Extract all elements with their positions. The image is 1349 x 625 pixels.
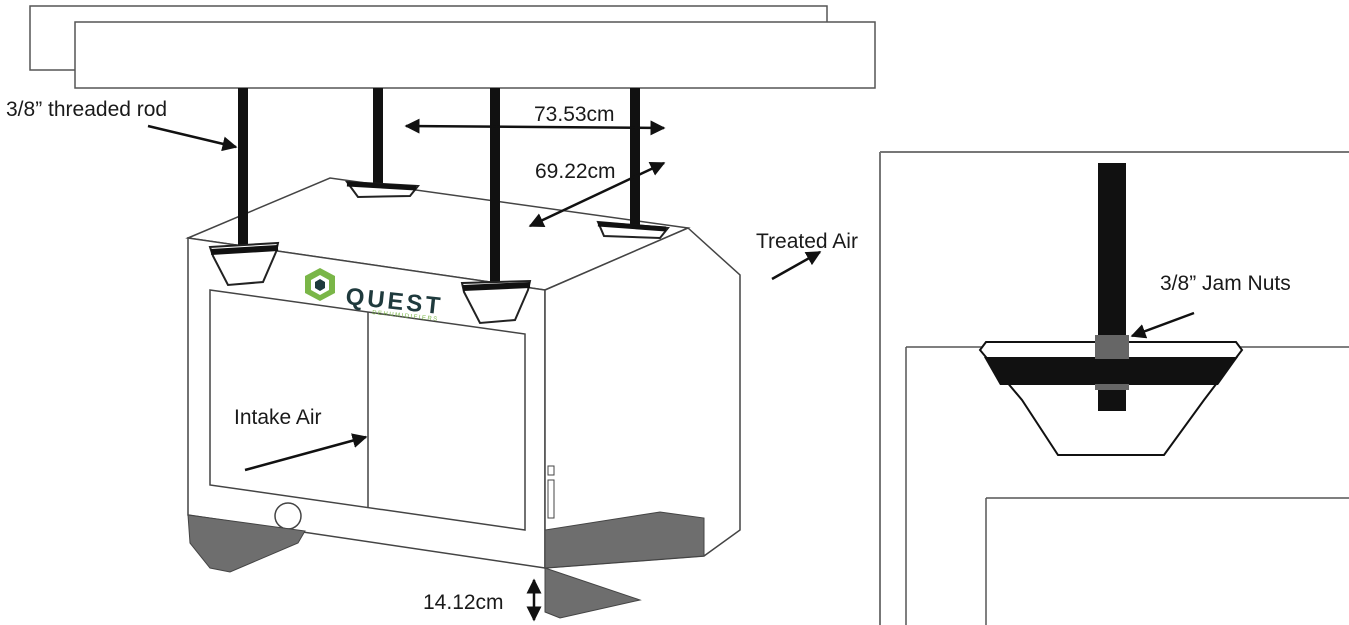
mounting-bracket-front-left xyxy=(208,241,280,287)
intake-air-label: Intake Air xyxy=(234,406,322,429)
ceiling-joist-front xyxy=(74,21,876,89)
threaded-rod-front-left xyxy=(238,88,248,246)
mounting-bracket-back-left xyxy=(344,180,420,199)
foot-right xyxy=(544,511,705,619)
dehumidifier-unit xyxy=(185,177,741,569)
jam-nuts-leader-arrow xyxy=(1130,311,1195,339)
width-dimension-label: 73.53cm xyxy=(534,103,615,126)
foot-left xyxy=(187,514,306,573)
detail-threaded-rod xyxy=(1098,163,1126,411)
depth-dimension-arrow xyxy=(528,161,666,228)
drain-port xyxy=(274,502,302,530)
side-handle xyxy=(547,479,555,519)
threaded-rod-back-left xyxy=(373,88,383,183)
width-dimension-arrow xyxy=(404,118,666,136)
depth-dimension-label: 69.22cm xyxy=(535,160,616,183)
indicator-light xyxy=(547,465,555,476)
height-dimension-label: 14.12cm xyxy=(423,591,504,614)
front-panel xyxy=(209,289,526,531)
threaded-rod-back-right xyxy=(630,88,640,228)
treated-air-arrow xyxy=(771,250,822,281)
threaded-rod-label: 3/8” threaded rod xyxy=(6,98,167,121)
jam-nut-detail-inset: 3/8” Jam Nuts xyxy=(879,151,1349,625)
treated-air-label: Treated Air xyxy=(756,230,858,253)
threaded-rod-leader-arrow xyxy=(147,124,238,152)
threaded-rod-front-right xyxy=(490,88,500,288)
intake-air-arrow xyxy=(244,433,368,472)
jam-nut-upper xyxy=(1095,335,1129,359)
jam-nut-lower xyxy=(1095,384,1129,390)
jam-nuts-label: 3/8” Jam Nuts xyxy=(1160,272,1291,295)
mounting-bracket-front-right xyxy=(460,279,532,325)
